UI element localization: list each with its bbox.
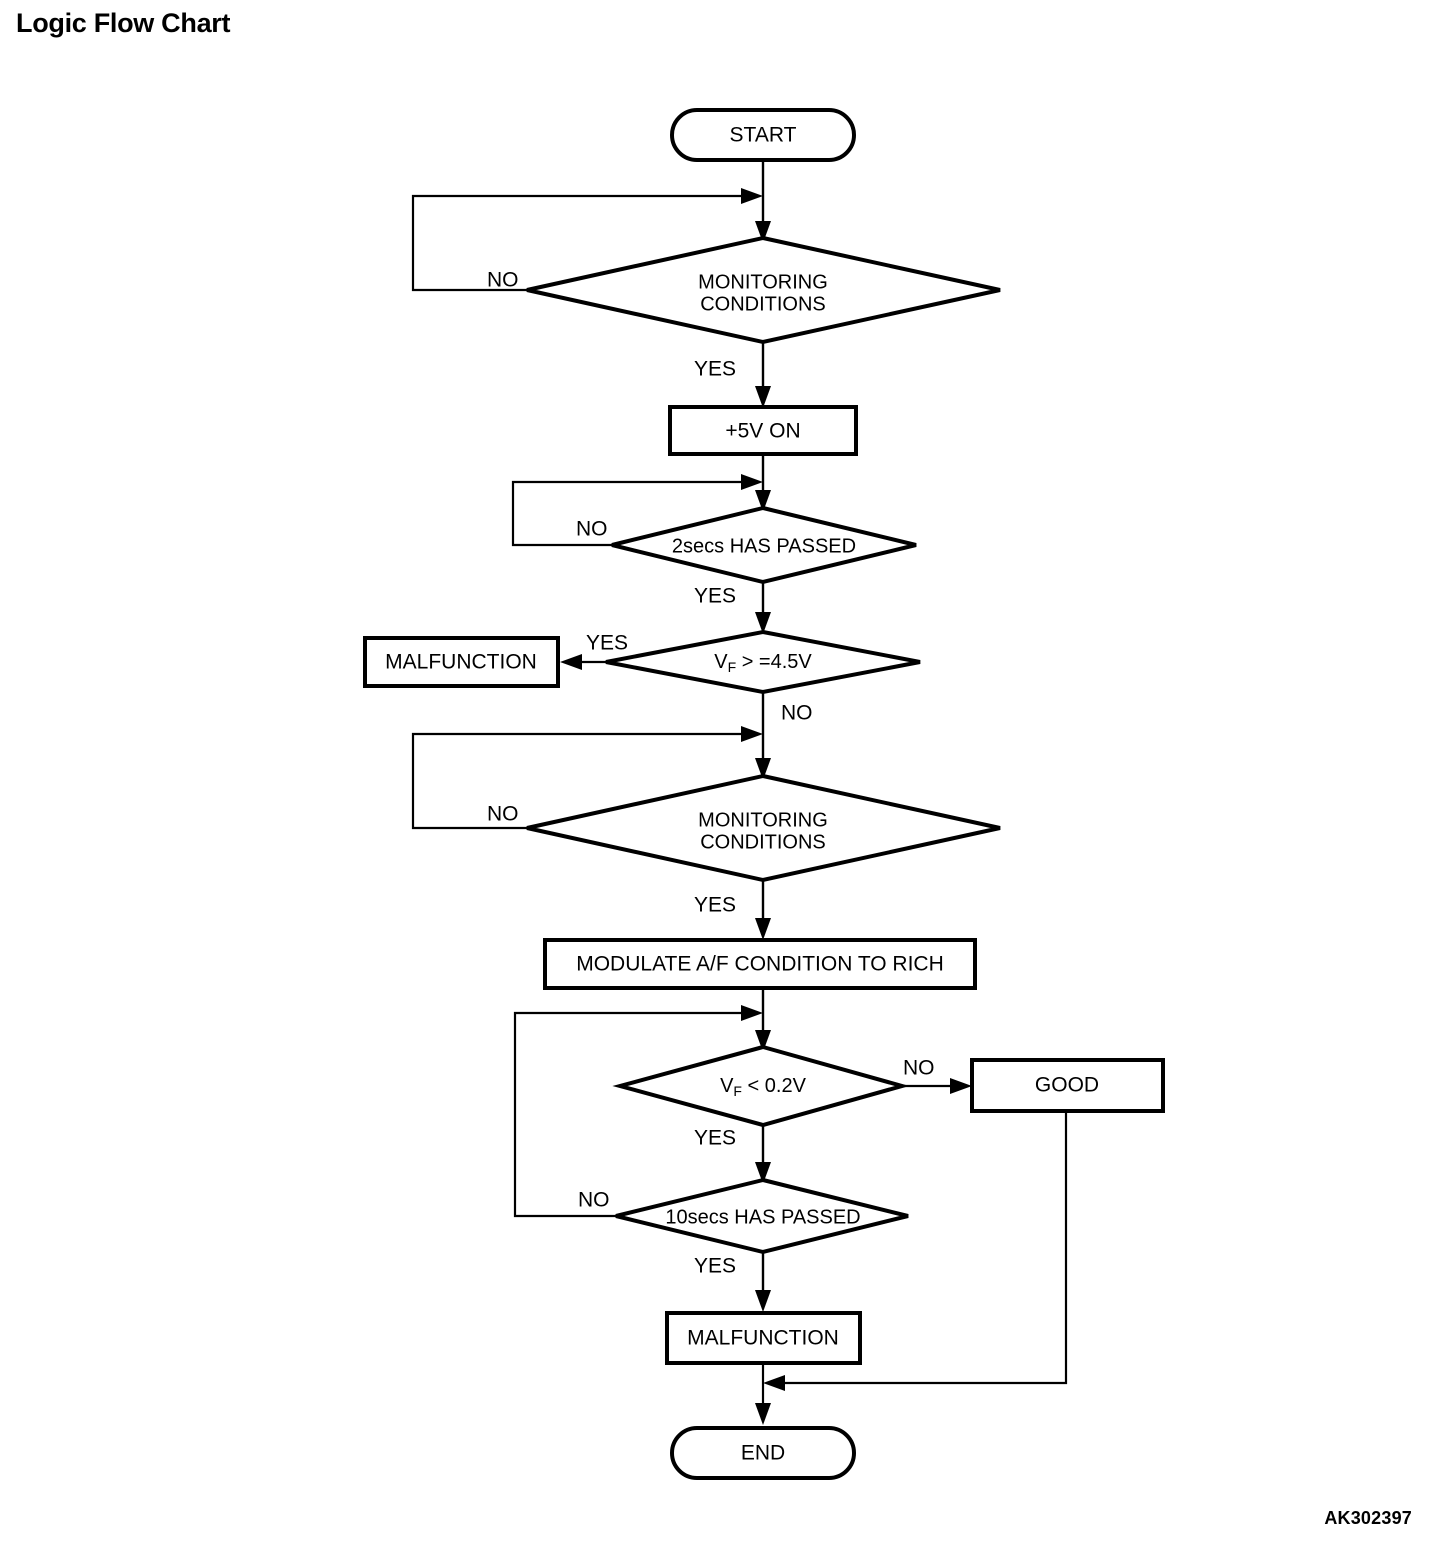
node-2secs-has-passed: 2secs HAS PASSED [611, 505, 917, 585]
end-label: END [741, 1442, 785, 1465]
edge-secs10-no-label: NO [578, 1189, 610, 1212]
node-good: GOOD [970, 1058, 1165, 1113]
edge-monitoring1-yes: YES [694, 342, 771, 408]
good-box [970, 1058, 1165, 1113]
node-10secs-has-passed: 10secs HAS PASSED [615, 1177, 909, 1255]
edge-vf45-no-label: NO [781, 702, 813, 725]
edge-secs2-no-label: NO [576, 518, 608, 541]
plus-5v-on-box [668, 405, 858, 456]
edge-monitoring2-yes-label: YES [694, 894, 736, 917]
node-vf-lt-0-2v: VF < 0.2V [612, 1044, 910, 1128]
edge-modulate-to-vf02 [755, 988, 771, 1052]
malfunction-upper-label: MALFUNCTION [385, 651, 537, 674]
edge-secs2-no-loop: NO [511, 474, 763, 547]
monitoring-conditions-1-label-line1: MONITORING [698, 271, 828, 293]
edge-secs2-yes: YES [694, 582, 771, 634]
vf-ge-4-5v-label-sub: F [728, 659, 737, 675]
edge-monitoring1-no-loop: NO [411, 188, 763, 292]
node-malfunction-lower: MALFUNCTION [665, 1311, 862, 1365]
edge-vf02-no-to-good: NO [902, 1057, 972, 1094]
monitoring-conditions-2-label-line2: CONDITIONS [700, 831, 826, 853]
vf-ge-4-5v-label: VF > =4.5V [714, 651, 812, 674]
edge-monitoring2-no-loop: NO [411, 726, 763, 830]
vf-lt-0-2v-label: VF < 0.2V [720, 1075, 807, 1098]
start-label: START [730, 124, 797, 147]
node-monitoring-conditions-1: MONITORING CONDITIONS [526, 235, 1001, 345]
end-terminator-shape [670, 1426, 856, 1480]
edge-secs10-no-loop: NO [513, 1005, 763, 1218]
edge-vf02-yes-label: YES [694, 1127, 736, 1150]
edge-vf45-no: NO [755, 692, 813, 780]
edge-good-to-end-join [763, 1111, 1068, 1391]
vf-lt-0-2v-label-rest: < 0.2V [742, 1075, 807, 1097]
node-malfunction-upper: MALFUNCTION [363, 636, 560, 688]
modulate-af-condition-label: MODULATE A/F CONDITION TO RICH [576, 953, 944, 976]
monitoring-conditions-1-label-line2: CONDITIONS [700, 293, 826, 315]
edge-start-to-monitoring1 [755, 160, 771, 243]
edge-secs10-yes: YES [694, 1252, 771, 1312]
edge-monitoring2-yes: YES [694, 880, 771, 940]
node-modulate-af-condition: MODULATE A/F CONDITION TO RICH [543, 938, 977, 990]
malfunction-lower-label: MALFUNCTION [687, 1327, 839, 1350]
edge-vf02-no-label: NO [903, 1057, 935, 1080]
edge-secs2-yes-label: YES [694, 585, 736, 608]
plus-5v-on-label: +5V ON [725, 420, 800, 443]
edge-monitoring1-yes-label: YES [694, 358, 736, 381]
edge-plus5v-to-secs2 [755, 454, 771, 512]
modulate-af-condition-box [543, 938, 977, 990]
good-label: GOOD [1035, 1074, 1099, 1097]
edge-monitoring1-no-label: NO [487, 269, 519, 292]
figure-id-label: AK302397 [1324, 1508, 1412, 1528]
monitoring-conditions-2-label-line1: MONITORING [698, 809, 828, 831]
10secs-has-passed-label: 10secs HAS PASSED [665, 1206, 860, 1228]
vf-ge-4-5v-label-rest: > =4.5V [736, 651, 812, 673]
node-monitoring-conditions-2: MONITORING CONDITIONS [526, 773, 1001, 883]
edge-malfunction-to-end [755, 1363, 771, 1425]
vf-ge-4-5v-label-v: V [714, 651, 728, 673]
page-title: Logic Flow Chart [16, 8, 231, 38]
node-plus-5v-on: +5V ON [668, 405, 858, 456]
edge-vf45-yes-to-malfunction: YES [560, 632, 628, 670]
node-vf-ge-4-5v: VF > =4.5V [605, 629, 921, 695]
2secs-has-passed-label: 2secs HAS PASSED [672, 535, 856, 557]
malfunction-upper-box [363, 636, 560, 688]
vf-lt-0-2v-label-sub: F [733, 1083, 742, 1099]
edge-monitoring2-no-label: NO [487, 803, 519, 826]
node-start: START [670, 108, 856, 162]
vf-lt-0-2v-label-v: V [720, 1075, 734, 1097]
edge-vf45-yes-label: YES [586, 632, 628, 655]
edge-vf02-yes: YES [694, 1125, 771, 1184]
edge-secs10-yes-label: YES [694, 1255, 736, 1278]
node-end: END [670, 1426, 856, 1480]
